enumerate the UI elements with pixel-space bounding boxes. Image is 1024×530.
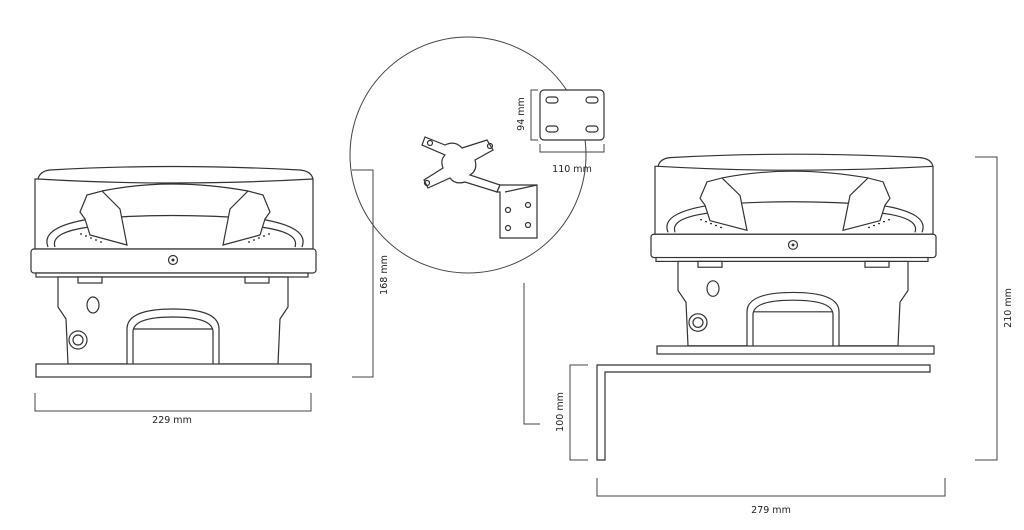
right-base-plate [656, 345, 935, 355]
wall-bracket [596, 364, 931, 461]
right-width-label: 279 mm [751, 505, 791, 516]
detail-circle [349, 36, 587, 274]
mounting-plate-icon [539, 89, 605, 141]
right-height-label: 210 mm [1003, 288, 1014, 328]
bracket-height-dimension: 100 mm [555, 364, 588, 461]
detail-leader-line [523, 283, 540, 425]
bracket-height-label: 100 mm [555, 392, 566, 432]
right-width-dimension: 279 mm [596, 478, 946, 516]
right-lamp-view [596, 153, 937, 461]
left-base-plate [35, 363, 312, 378]
left-height-dimension: 168 mm [352, 169, 390, 378]
left-lamp-view [30, 165, 317, 378]
bracket-detail: 94 mm 110 mm [349, 36, 605, 425]
plate-width-label: 110 mm [552, 164, 592, 175]
left-width-label: 229 mm [152, 415, 192, 426]
right-height-dimension: 210 mm [975, 156, 1014, 461]
cross-bracket-icon [421, 136, 538, 239]
plate-height-label: 94 mm [516, 97, 527, 131]
left-height-label: 168 mm [379, 255, 390, 295]
left-width-dimension: 229 mm [34, 393, 312, 426]
